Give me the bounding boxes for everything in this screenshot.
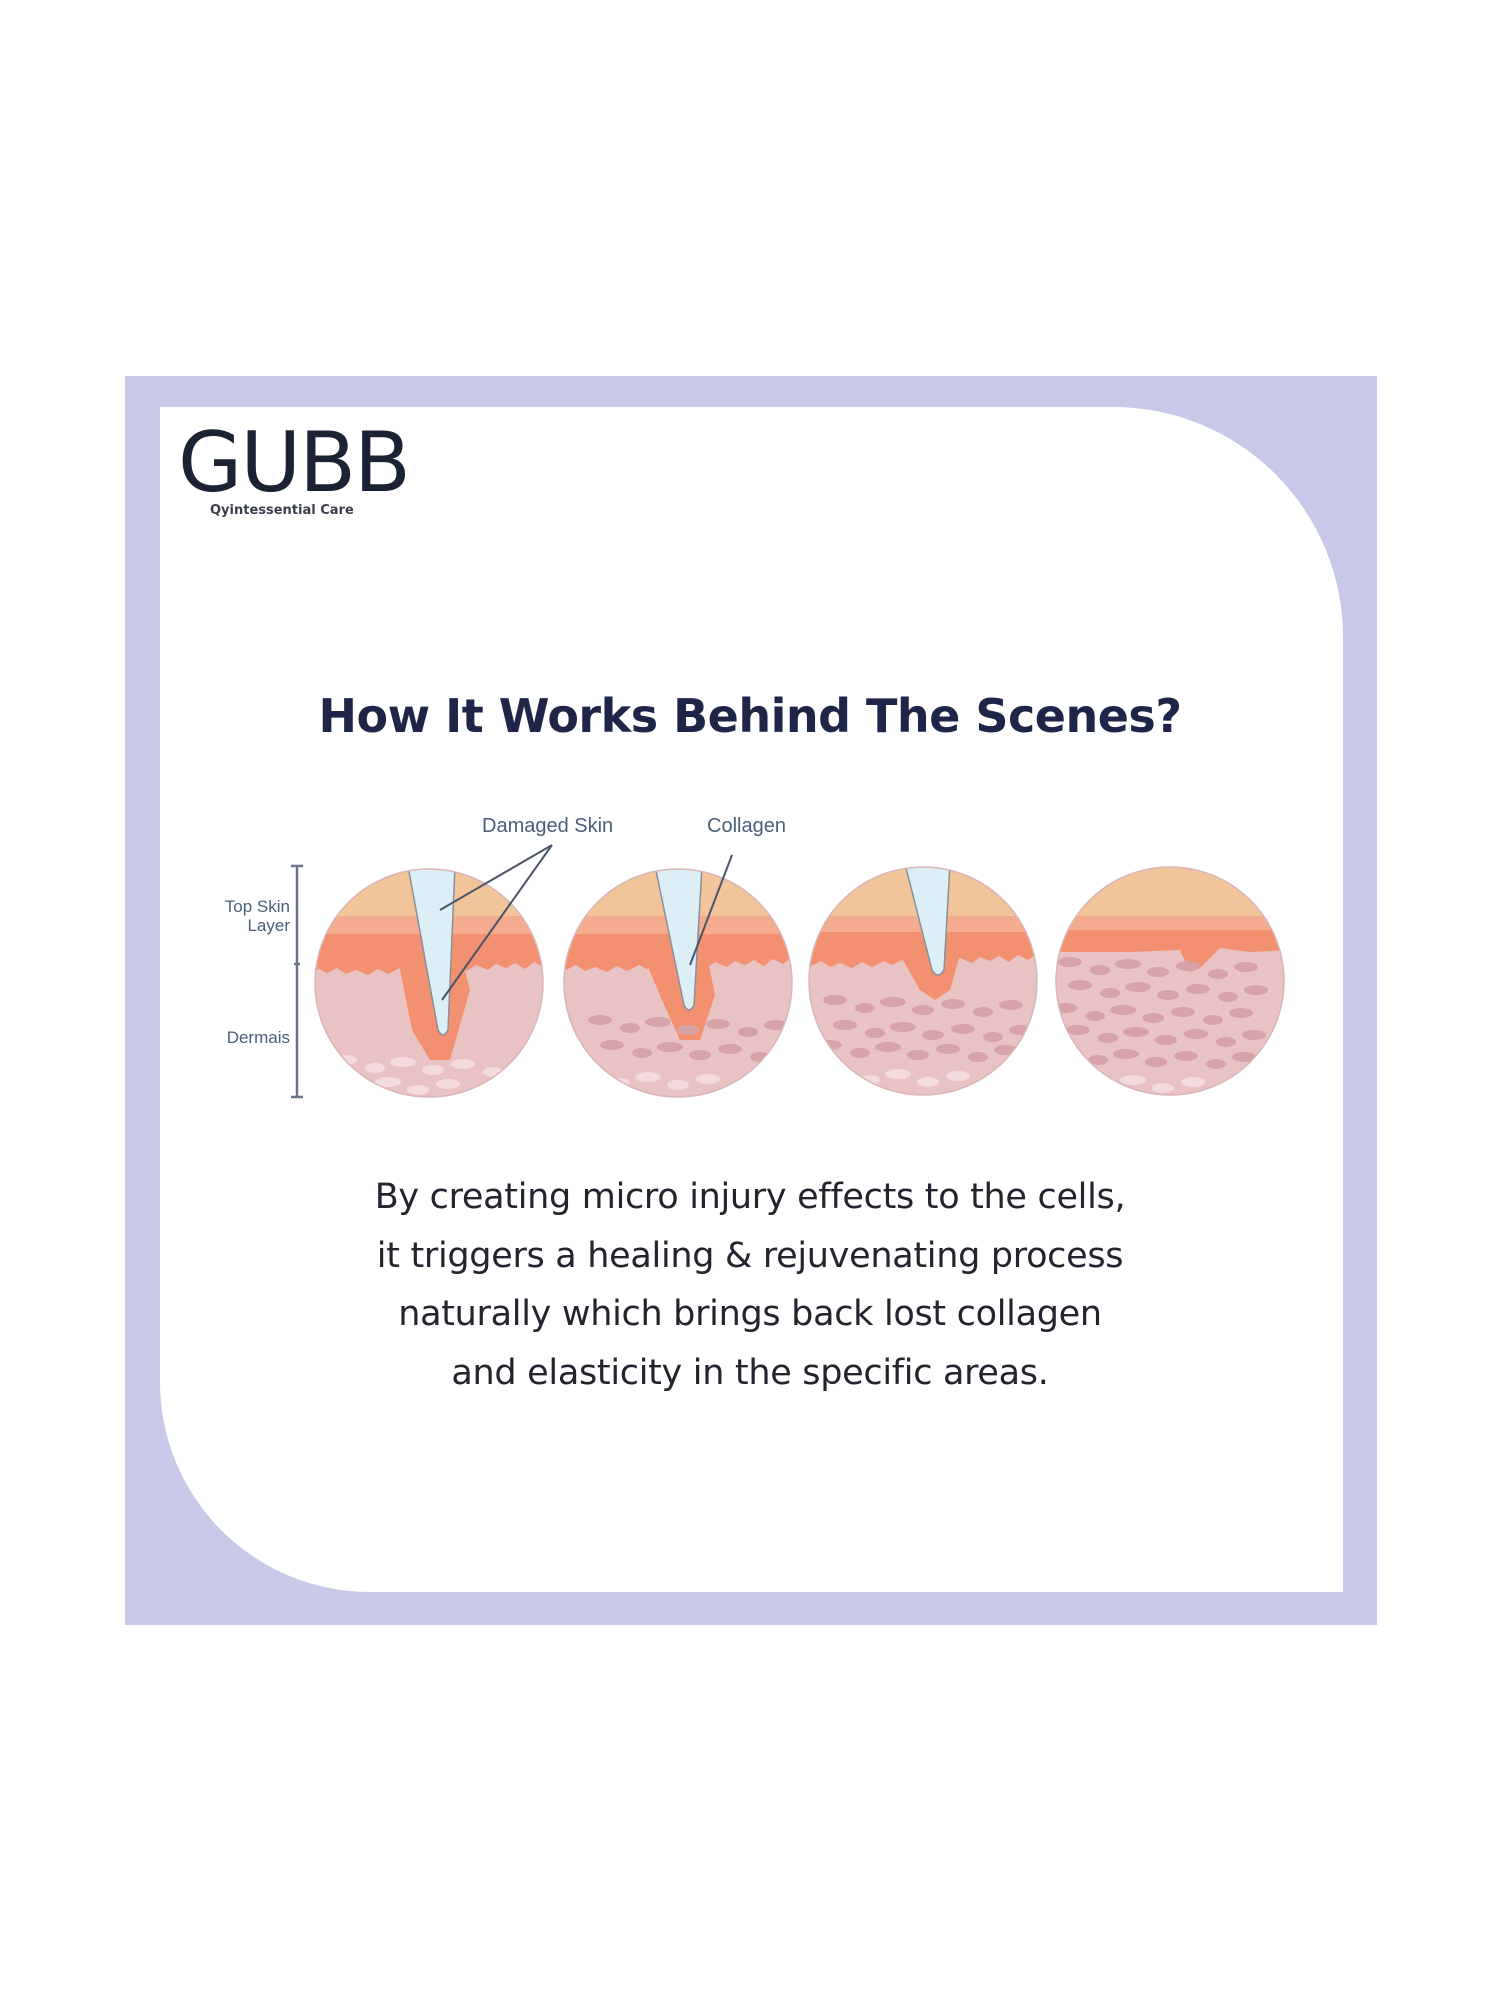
description-line-1: By creating micro injury effects to the … — [374, 1177, 1126, 1217]
description-line-2: it triggers a healing & rejuvenating pro… — [376, 1235, 1124, 1276]
brand-tagline: Qyintessential Care — [210, 503, 354, 518]
description-line-4: and elasticity in the specific areas. — [451, 1352, 1049, 1393]
page-title: How It Works Behind The Scenes? — [318, 689, 1182, 743]
top-skin-line-2: Layer — [247, 916, 290, 935]
top-skin-layer-label: Top Skin Layer — [190, 897, 290, 935]
collagen-label: Collagen — [707, 815, 786, 837]
description-paragraph: By creating micro injury effects to the … — [0, 1168, 1500, 1402]
damaged-skin-label: Damaged Skin — [482, 815, 614, 837]
brand-logo: GUBB — [178, 414, 411, 511]
description-line-3: naturally which brings back lost collage… — [398, 1294, 1102, 1334]
top-skin-line-1: Top Skin — [224, 897, 290, 916]
content-card — [160, 407, 1343, 1592]
dermis-label: Dermais — [226, 1028, 290, 1047]
